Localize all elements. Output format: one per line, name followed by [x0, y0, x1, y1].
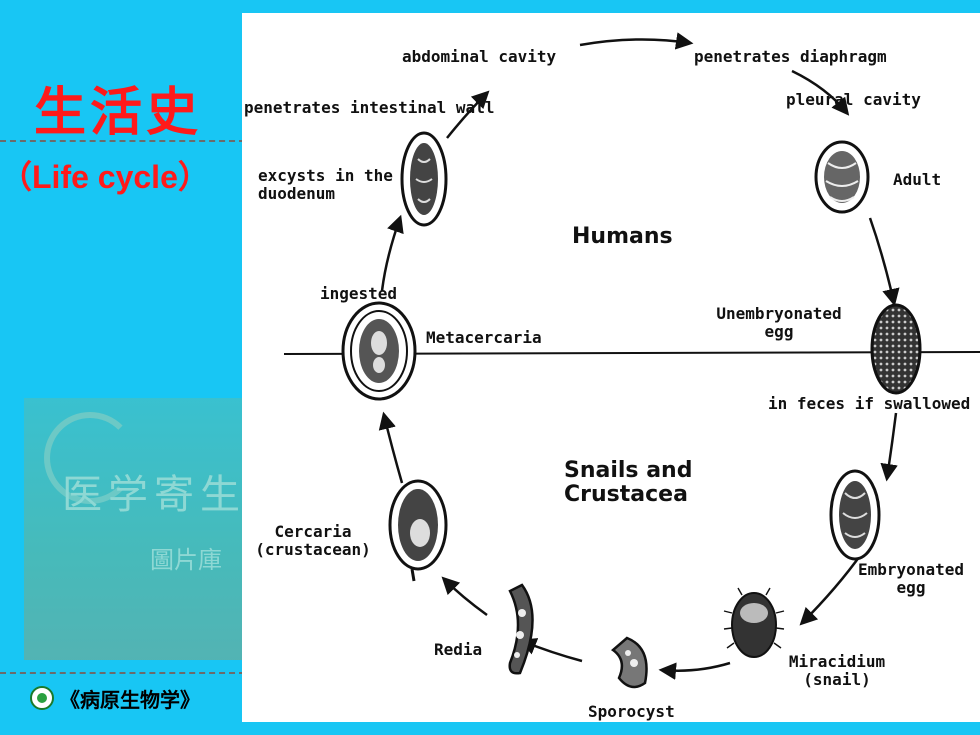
- label-cercaria-line2: (crustacean): [255, 539, 371, 559]
- footer-course-title: 《病原生物学》: [60, 687, 200, 712]
- label-embryonated-egg: Embryonated egg: [844, 561, 978, 596]
- label-unembryonated-line2: egg: [764, 321, 794, 341]
- cycle-arrows: [378, 32, 900, 680]
- top-divider: [0, 140, 245, 142]
- label-unembryonated-egg: Unembryonated egg: [694, 305, 864, 340]
- label-embryonated-line1: Embryonated: [858, 560, 964, 579]
- label-cercaria-line1: Cercaria: [274, 522, 352, 541]
- label-unembryonated-line1: Unembryonated: [716, 304, 842, 323]
- watermark-logo-icon: [44, 412, 136, 504]
- cercaria-icon: [388, 479, 448, 582]
- unembryonated-egg-icon: [870, 303, 922, 395]
- watermark-subtext: 圖片庫: [150, 546, 222, 574]
- university-logo-icon: [30, 686, 54, 710]
- slide-title-english: （Life cycle）: [0, 159, 210, 195]
- label-miracidium-line1: Miracidium: [788, 652, 886, 671]
- life-cycle-artwork: [283, 32, 980, 689]
- label-ingested: ingested: [320, 284, 398, 303]
- redia-icon: [508, 583, 534, 675]
- label-abdominal-cavity: abdominal cavity: [402, 47, 557, 66]
- host-snails-label: Snails and Crustacea: [564, 458, 693, 508]
- watermark-text: 医学寄生: [62, 472, 246, 518]
- label-miracidium-line2: (snail): [803, 669, 871, 689]
- slide-title-chinese: 生活史: [34, 83, 203, 143]
- label-in-feces: in feces if swallowed: [768, 394, 971, 413]
- life-cycle-diagram: abdominal cavity penetrates diaphragm pe…: [242, 13, 980, 722]
- label-pleural-cavity: pleural cavity: [786, 90, 921, 109]
- sporocyst-icon: [610, 636, 648, 689]
- label-redia: Redia: [434, 640, 483, 659]
- metacercaria-icon: [341, 301, 417, 401]
- label-miracidium: Miracidium (snail): [782, 653, 892, 688]
- label-penetrates-intestinal-wall: penetrates intestinal wall: [244, 98, 495, 117]
- host-humans-label: Humans: [572, 224, 673, 249]
- label-adult: Adult: [893, 170, 942, 189]
- host-snails-line1: Snails and: [564, 458, 693, 483]
- label-cercaria: Cercaria (crustacean): [246, 523, 380, 558]
- adult-icon: [814, 140, 870, 214]
- label-sporocyst: Sporocyst: [588, 702, 675, 721]
- label-embryonated-line2: egg: [896, 577, 926, 597]
- excysting-larva-icon: [400, 131, 448, 227]
- label-excysts: excysts in the duodenum: [258, 167, 393, 202]
- bottom-divider: [0, 672, 245, 674]
- miracidium-icon: [723, 587, 785, 658]
- embryonated-egg-icon: [829, 469, 881, 561]
- label-excysts-line1: excysts in the: [258, 166, 393, 185]
- host-snails-line2: Crustacea: [564, 482, 688, 508]
- label-penetrates-diaphragm: penetrates diaphragm: [694, 47, 887, 66]
- label-excysts-line2: duodenum: [258, 183, 336, 203]
- footer: 《病原生物学》: [30, 684, 200, 712]
- label-metacercaria: Metacercaria: [426, 328, 542, 347]
